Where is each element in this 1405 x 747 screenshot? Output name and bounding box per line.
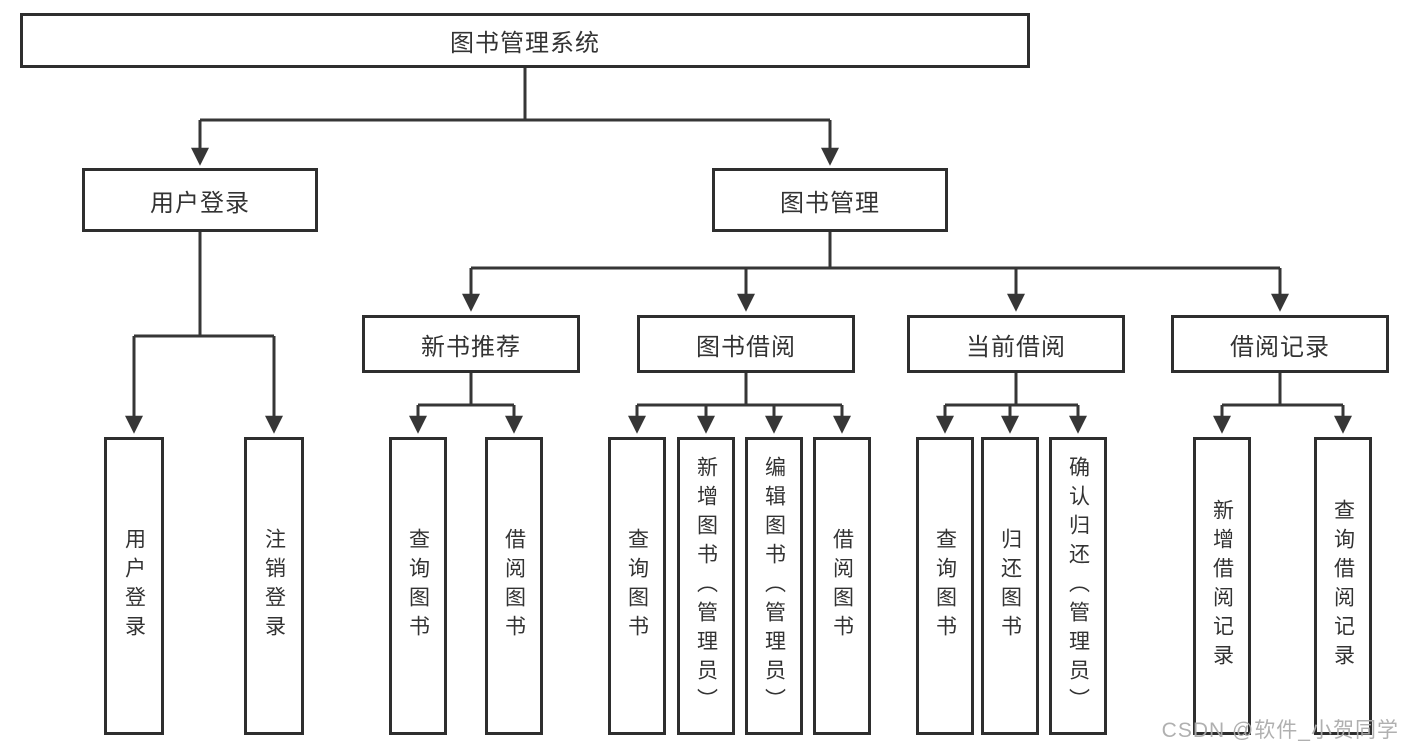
node-new-book-recommend: 新书推荐	[362, 315, 580, 373]
node-borrow-records: 借阅记录	[1171, 315, 1389, 373]
leaf-borrow-book: 借阅图书	[813, 437, 871, 735]
node-root: 图书管理系统	[20, 13, 1030, 68]
node-user-login: 用户登录	[82, 168, 318, 232]
leaf-logout: 注销登录	[244, 437, 304, 735]
leaf-borrow-query: 查询图书	[608, 437, 666, 735]
leaf-confirm-return-admin: 确认归还（管理员）	[1049, 437, 1107, 735]
leaf-query-borrow-record: 查询借阅记录	[1314, 437, 1372, 735]
leaf-query-borrow-record-label: 查询借阅记录	[1331, 499, 1355, 673]
leaf-borrow-edit-admin: 编辑图书（管理员）	[745, 437, 803, 735]
leaf-user-login-label: 用户登录	[122, 528, 146, 644]
leaf-add-borrow-record: 新增借阅记录	[1193, 437, 1251, 735]
leaf-return-book: 归还图书	[981, 437, 1039, 735]
node-new-book-recommend-label: 新书推荐	[421, 333, 521, 361]
node-current-borrow-label: 当前借阅	[966, 333, 1066, 361]
leaf-borrow-add-admin: 新增图书（管理员）	[677, 437, 735, 735]
leaf-borrow-book-label: 借阅图书	[830, 528, 854, 644]
leaf-new-book-query-label: 查询图书	[406, 528, 430, 644]
node-borrow-records-label: 借阅记录	[1230, 333, 1330, 361]
node-book-borrow: 图书借阅	[637, 315, 855, 373]
leaf-borrow-query-label: 查询图书	[625, 528, 649, 644]
leaf-new-book-borrow: 借阅图书	[485, 437, 543, 735]
node-book-borrow-label: 图书借阅	[696, 333, 796, 361]
leaf-logout-label: 注销登录	[262, 528, 286, 644]
node-current-borrow: 当前借阅	[907, 315, 1125, 373]
node-user-login-label: 用户登录	[150, 189, 250, 217]
leaf-user-login: 用户登录	[104, 437, 164, 735]
node-root-label: 图书管理系统	[450, 30, 600, 57]
leaf-current-query-label: 查询图书	[933, 528, 957, 644]
leaf-return-book-label: 归还图书	[998, 528, 1022, 644]
csdn-watermark: CSDN @软件_小贺同学	[1161, 719, 1399, 742]
leaf-confirm-return-admin-label: 确认归还（管理员）	[1066, 455, 1090, 717]
leaf-current-query: 查询图书	[916, 437, 974, 735]
leaf-new-book-borrow-label: 借阅图书	[502, 528, 526, 644]
leaf-borrow-edit-admin-label: 编辑图书（管理员）	[762, 455, 786, 717]
leaf-borrow-add-admin-label: 新增图书（管理员）	[694, 455, 718, 717]
node-book-management: 图书管理	[712, 168, 948, 232]
leaf-new-book-query: 查询图书	[389, 437, 447, 735]
node-book-management-label: 图书管理	[780, 189, 880, 217]
leaf-add-borrow-record-label: 新增借阅记录	[1210, 499, 1234, 673]
